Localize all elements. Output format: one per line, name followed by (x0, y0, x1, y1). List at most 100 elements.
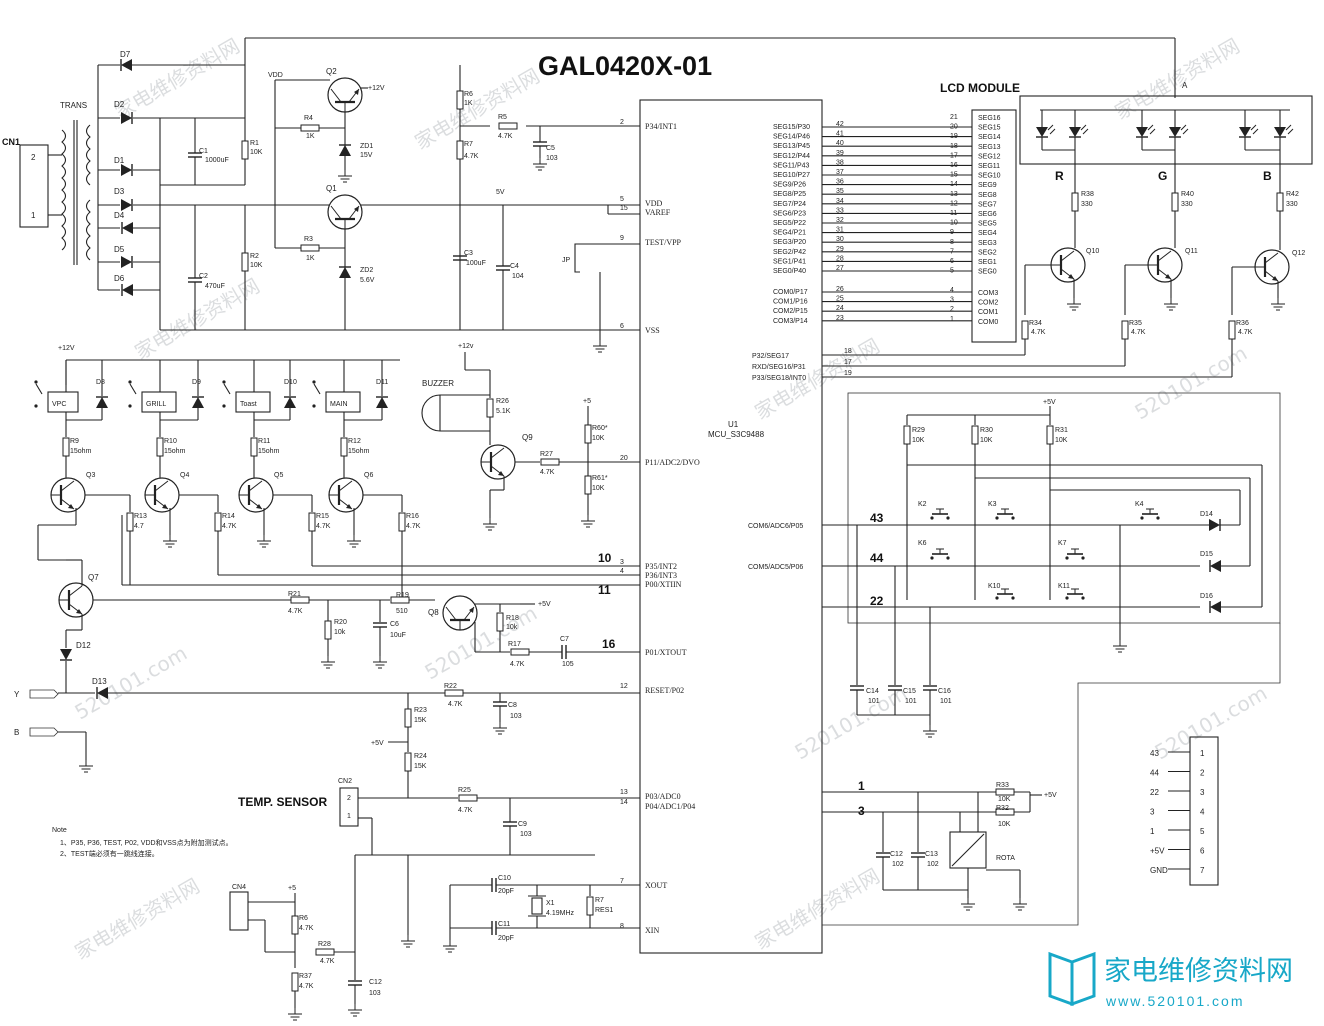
svg-text:+5V: +5V (538, 601, 551, 608)
svg-text:C16: C16 (938, 688, 951, 695)
svg-text:10: 10 (598, 551, 612, 565)
svg-text:101: 101 (868, 698, 880, 705)
mcu-seg-pin: SEG8/P25 (773, 191, 806, 198)
resistor-r34 (1021, 320, 1029, 340)
svg-text:R3: R3 (304, 236, 313, 243)
logo-url: www.520101.com (1105, 993, 1245, 1009)
cap-c14 (849, 685, 865, 691)
resistor-label: R14 (222, 513, 235, 520)
svg-text:10K: 10K (250, 262, 263, 269)
lcd-pin-num: 17 (950, 152, 958, 159)
relay-coil (47, 391, 79, 413)
svg-text:JP: JP (562, 257, 571, 264)
svg-text:C13: C13 (925, 851, 938, 858)
resistor-value: 15ohm (164, 448, 186, 455)
mcu-pin-name: P11/ADC2/DVO (645, 458, 700, 467)
mcu-pin-num: 12 (620, 683, 628, 690)
resistor-r22 (444, 689, 464, 697)
svg-text:15V: 15V (360, 152, 373, 159)
mcu-pin-num: 14 (620, 799, 628, 806)
mcu-seg-num: 41 (836, 131, 844, 138)
relay-coil (325, 391, 361, 413)
resistor-label: R11 (258, 438, 270, 445)
svg-text:D4: D4 (114, 211, 125, 220)
mcu-pin-name: P36/INT3 (645, 571, 677, 580)
svg-text:R17: R17 (508, 641, 521, 648)
lcd-pin-num: 8 (950, 239, 954, 246)
mcu-pin-num: 9 (620, 235, 624, 242)
lcd-pin-name: SEG15 (978, 125, 1001, 132)
transformer-primary (61, 129, 67, 251)
resistor-label: R12 (348, 438, 361, 445)
svg-text:RES1: RES1 (595, 907, 613, 914)
mcu-pin-num: 6 (620, 323, 624, 330)
resistor-value: 4.7K (222, 523, 237, 530)
svg-text:103: 103 (520, 831, 532, 838)
resistor-r18 (496, 612, 504, 632)
resistor-r38 (1071, 192, 1079, 212)
svg-text:101: 101 (940, 698, 952, 705)
svg-text:C3: C3 (464, 250, 473, 257)
relay-coil (141, 391, 177, 413)
jumper-jp (574, 243, 580, 273)
svg-text:R40: R40 (1181, 191, 1194, 198)
diode-d16 (1209, 600, 1222, 614)
svg-text:C4: C4 (510, 263, 519, 270)
svg-text:330: 330 (1081, 201, 1093, 208)
resistor-r60 (584, 424, 592, 444)
zener-zd2 (338, 266, 352, 279)
lcd-pin-name: SEG6 (978, 211, 997, 218)
base-resistor (308, 512, 316, 532)
lcd-pin-num: 6 (950, 258, 954, 265)
svg-text:+5V: +5V (371, 740, 384, 747)
mcu-pin-name: XIN (645, 926, 659, 935)
mcu-seg-pin: SEG5/P22 (773, 220, 806, 227)
relay-transistor (237, 476, 275, 514)
svg-text:1000uF: 1000uF (205, 157, 229, 164)
svg-text:B: B (1263, 169, 1272, 183)
mcu-pin-name: P34/INT1 (645, 122, 677, 131)
resistor-value: 15ohm (348, 448, 370, 455)
watermark: 家电维修资料网 (71, 874, 204, 965)
svg-text:R22: R22 (444, 683, 457, 690)
svg-text:+12V: +12V (58, 345, 75, 352)
cap-c6 (372, 622, 388, 628)
svg-text:22: 22 (870, 594, 884, 608)
relay-transistor (327, 476, 365, 514)
svg-text:10K: 10K (250, 149, 263, 156)
svg-text:2: 2 (31, 153, 36, 162)
svg-text:C6: C6 (390, 621, 399, 628)
resistor-r6 (456, 90, 464, 110)
mcu-seg-num: 34 (836, 198, 844, 205)
lcd-pin-num: 13 (950, 191, 958, 198)
svg-text:D6: D6 (114, 274, 125, 283)
svg-text:10K: 10K (998, 796, 1011, 803)
cap-c5 (532, 141, 548, 147)
resistor-value: 15ohm (70, 448, 92, 455)
svg-text:510: 510 (396, 608, 408, 615)
svg-text:K11: K11 (1058, 583, 1070, 590)
diode-d1 (120, 163, 133, 177)
resistor-label: R9 (70, 438, 79, 445)
resistor-r42 (1276, 192, 1284, 212)
lcd-pin-num: 20 (950, 124, 958, 131)
mcu-seg-pin: SEG4/P21 (773, 230, 806, 237)
lcd-com-num: 1 (950, 316, 954, 323)
svg-text:C7: C7 (560, 636, 569, 643)
svg-text:Q1: Q1 (326, 184, 337, 193)
mcu-pin-num: 2 (620, 119, 624, 126)
book-icon (1048, 951, 1096, 1007)
connector-pin: 1 (1200, 749, 1205, 758)
mcu-seg-pin: SEG9/P26 (773, 182, 806, 189)
resistor-value: 15ohm (258, 448, 280, 455)
watermark: 520101.com (1131, 341, 1252, 424)
relay-name: Toast (240, 401, 257, 408)
mcu-seg-pin: SEG6/P23 (773, 210, 806, 217)
svg-text:D5: D5 (114, 245, 125, 254)
svg-text:4.7K: 4.7K (448, 701, 463, 708)
svg-text:ROTA: ROTA (996, 855, 1015, 862)
svg-text:4.7K: 4.7K (1131, 329, 1146, 336)
resistor-r28 (315, 948, 335, 956)
mcu-seg-num: 36 (836, 179, 844, 186)
mcu-pin-num: 5 (620, 196, 624, 203)
